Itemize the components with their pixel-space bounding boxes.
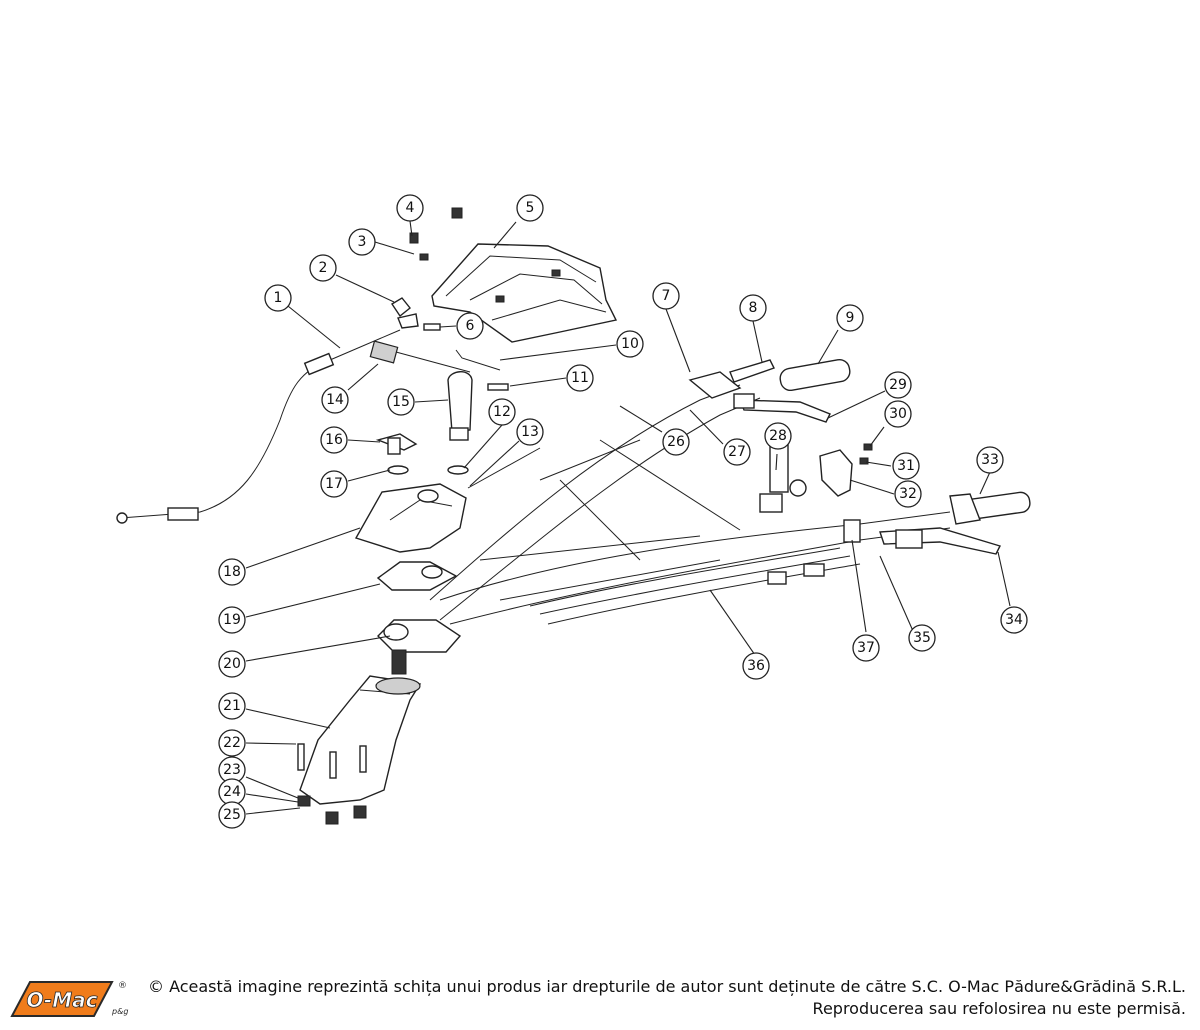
callout-26: 26 bbox=[662, 428, 690, 456]
svg-text:37: 37 bbox=[857, 640, 875, 656]
svg-text:32: 32 bbox=[899, 486, 917, 502]
svg-text:6: 6 bbox=[466, 318, 475, 334]
footer: O-Mac p&g ® © Această imagine reprezintă… bbox=[0, 968, 1200, 1030]
callout-15: 15 bbox=[387, 388, 415, 416]
svg-text:5: 5 bbox=[526, 200, 535, 216]
callout-2: 2 bbox=[309, 254, 337, 282]
callout-10: 10 bbox=[616, 330, 644, 358]
callout-7: 7 bbox=[652, 282, 680, 310]
svg-text:15: 15 bbox=[392, 394, 410, 410]
copyright-line-1: © Această imagine reprezintă schița unui… bbox=[147, 977, 1186, 996]
svg-text:20: 20 bbox=[223, 656, 241, 672]
svg-text:19: 19 bbox=[223, 612, 241, 628]
callout-19: 19 bbox=[218, 606, 246, 634]
svg-text:16: 16 bbox=[325, 432, 343, 448]
svg-text:18: 18 bbox=[223, 564, 241, 580]
callout-13: 13 bbox=[516, 418, 544, 446]
callout-35: 35 bbox=[908, 624, 936, 652]
callout-12: 12 bbox=[488, 398, 516, 426]
callout-22: 22 bbox=[218, 729, 246, 757]
svg-text:1: 1 bbox=[274, 290, 283, 306]
svg-text:13: 13 bbox=[521, 424, 539, 440]
logo-suffix: p&g bbox=[111, 1007, 128, 1016]
svg-text:9: 9 bbox=[846, 310, 855, 326]
svg-text:27: 27 bbox=[728, 444, 746, 460]
svg-text:33: 33 bbox=[981, 452, 999, 468]
callout-37: 37 bbox=[852, 634, 880, 662]
svg-text:25: 25 bbox=[223, 807, 241, 823]
copyright-line-2: Reproducerea sau refolosirea nu este per… bbox=[812, 999, 1186, 1018]
callout-34: 34 bbox=[1000, 606, 1028, 634]
logo-registered-mark: ® bbox=[118, 981, 127, 991]
svg-text:24: 24 bbox=[223, 784, 241, 800]
logo-text: O-Mac bbox=[27, 988, 98, 1012]
svg-text:2: 2 bbox=[319, 260, 328, 276]
callout-16: 16 bbox=[320, 426, 348, 454]
callout-1: 1 bbox=[264, 284, 292, 312]
svg-text:36: 36 bbox=[747, 658, 765, 674]
callout-20: 20 bbox=[218, 650, 246, 678]
callout-24: 24 bbox=[218, 778, 246, 806]
svg-text:28: 28 bbox=[769, 428, 787, 444]
svg-text:17: 17 bbox=[325, 476, 343, 492]
svg-text:8: 8 bbox=[749, 300, 758, 316]
callout-23: 23 bbox=[218, 756, 246, 784]
svg-text:14: 14 bbox=[326, 392, 344, 408]
callout-31: 31 bbox=[892, 452, 920, 480]
callout-4: 4 bbox=[396, 194, 424, 222]
svg-text:12: 12 bbox=[493, 404, 511, 420]
callout-28: 28 bbox=[764, 422, 792, 450]
callouts: 1 2 3 4 5 6 7 8 9 10 11 12 13 14 15 16 1… bbox=[218, 194, 1028, 829]
svg-text:35: 35 bbox=[913, 630, 931, 646]
callout-11: 11 bbox=[566, 364, 594, 392]
svg-text:29: 29 bbox=[889, 377, 907, 393]
svg-text:7: 7 bbox=[662, 288, 671, 304]
svg-text:4: 4 bbox=[406, 200, 415, 216]
svg-text:30: 30 bbox=[889, 406, 907, 422]
omac-logo: O-Mac p&g ® bbox=[10, 981, 128, 1017]
callout-32: 32 bbox=[894, 480, 922, 508]
leader-lines bbox=[245, 220, 1011, 815]
callout-21: 21 bbox=[218, 692, 246, 720]
svg-text:31: 31 bbox=[897, 458, 915, 474]
callout-8: 8 bbox=[739, 294, 767, 322]
svg-text:23: 23 bbox=[223, 762, 241, 778]
callout-9: 9 bbox=[836, 304, 864, 332]
svg-text:26: 26 bbox=[667, 434, 685, 450]
callout-36: 36 bbox=[742, 652, 770, 680]
part-drawings bbox=[116, 207, 1031, 825]
svg-text:21: 21 bbox=[223, 698, 241, 714]
copyright-notice: © Această imagine reprezintă schița unui… bbox=[146, 976, 1186, 1020]
callout-33: 33 bbox=[976, 446, 1004, 474]
callout-27: 27 bbox=[723, 438, 751, 466]
svg-text:34: 34 bbox=[1005, 612, 1023, 628]
svg-text:10: 10 bbox=[621, 336, 639, 352]
exploded-parts-diagram: 1 2 3 4 5 6 7 8 9 10 11 12 13 14 15 16 1… bbox=[116, 194, 1031, 829]
callout-25: 25 bbox=[218, 801, 246, 829]
callout-29: 29 bbox=[884, 371, 912, 399]
svg-text:11: 11 bbox=[571, 370, 589, 386]
callout-14: 14 bbox=[321, 386, 349, 414]
callout-30: 30 bbox=[884, 400, 912, 428]
callout-18: 18 bbox=[218, 558, 246, 586]
svg-text:3: 3 bbox=[358, 234, 367, 250]
svg-text:22: 22 bbox=[223, 735, 241, 751]
callout-5: 5 bbox=[516, 194, 544, 222]
callout-17: 17 bbox=[320, 470, 348, 498]
callout-3: 3 bbox=[348, 228, 376, 256]
callout-6: 6 bbox=[456, 312, 484, 340]
